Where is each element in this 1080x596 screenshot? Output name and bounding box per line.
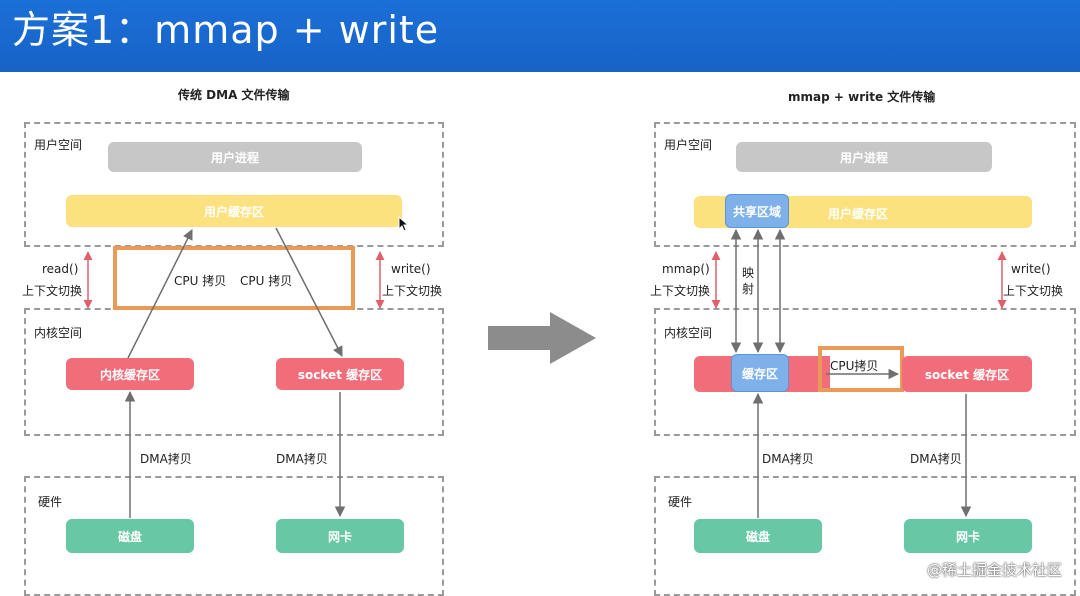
mouse-cursor-icon — [398, 216, 410, 232]
slide-canvas: 传统 DMA 文件传输 用户空间 内核空间 硬件 用户进程 用户缓存区 CPU … — [0, 72, 1080, 596]
left-disk: 磁盘 — [66, 519, 194, 553]
right-kernel-buffer: 缓存区 — [731, 354, 789, 392]
left-dma-copy-label-right: DMA拷贝 — [276, 452, 328, 466]
right-diagram-title: mmap + write 文件传输 — [788, 90, 936, 104]
right-kernel-space-zone — [654, 308, 1076, 436]
slide-title: 方案1：mmap + write — [12, 8, 440, 52]
arrows-overlay — [83, 227, 1007, 518]
left-cpu-copy-label-1: CPU 拷贝 — [174, 274, 227, 288]
right-mapping-label-1: 映 — [742, 266, 755, 280]
right-hardware-label: 硬件 — [668, 495, 693, 509]
right-user-process: 用户进程 — [736, 142, 992, 172]
left-context-switch-left: 上下文切换 — [22, 284, 83, 298]
right-cpu-copy-label: CPU拷贝 — [830, 359, 879, 373]
right-context-switch-right: 上下文切换 — [1003, 284, 1064, 298]
title-bar: 方案1：mmap + write — [0, 0, 1080, 72]
left-user-space-label: 用户空间 — [34, 138, 83, 152]
right-kernel-space-label: 内核空间 — [664, 326, 713, 340]
left-kernel-space-label: 内核空间 — [34, 326, 83, 340]
right-context-switch-left: 上下文切换 — [650, 284, 711, 298]
left-user-buffer: 用户缓存区 — [66, 195, 402, 227]
right-write-call: write() — [1011, 262, 1051, 276]
left-write-call: write() — [391, 262, 431, 276]
right-mapping-label-2: 射 — [742, 282, 755, 296]
transition-arrow-icon — [488, 312, 596, 364]
right-dma-copy-label-right: DMA拷贝 — [910, 452, 962, 466]
watermark: @稀土掘金技术社区 — [926, 561, 1062, 579]
right-dma-copy-label-left: DMA拷贝 — [762, 452, 814, 466]
left-cpu-copy-down-arrow — [275, 227, 343, 357]
left-cpu-copy-up-arrow — [127, 229, 193, 359]
left-diagram-title: 传统 DMA 文件传输 — [178, 88, 290, 102]
left-socket-buffer: socket 缓存区 — [276, 358, 404, 390]
left-hardware-label: 硬件 — [38, 495, 63, 509]
right-shared-region: 共享区域 — [725, 194, 789, 228]
right-user-space-label: 用户空间 — [664, 138, 713, 152]
right-mmap-call: mmap() — [662, 262, 710, 276]
right-nic: 网卡 — [904, 519, 1032, 553]
left-hardware-zone — [24, 476, 444, 596]
right-socket-buffer: socket 缓存区 — [902, 356, 1032, 392]
left-kernel-buffer: 内核缓存区 — [66, 358, 194, 390]
right-user-space-zone — [654, 122, 1076, 247]
right-user-buffer-label: 用户缓存区 — [828, 207, 889, 221]
left-context-switch-right: 上下文切换 — [382, 284, 443, 298]
left-nic: 网卡 — [276, 519, 404, 553]
right-disk: 磁盘 — [694, 519, 822, 553]
left-user-process: 用户进程 — [108, 142, 362, 172]
left-cpu-copy-label-2: CPU 拷贝 — [240, 274, 293, 288]
left-cpu-copy-frame — [113, 246, 355, 310]
left-read-call: read() — [42, 262, 79, 276]
right-hardware-zone — [654, 476, 1076, 596]
left-dma-copy-label-left: DMA拷贝 — [140, 452, 192, 466]
